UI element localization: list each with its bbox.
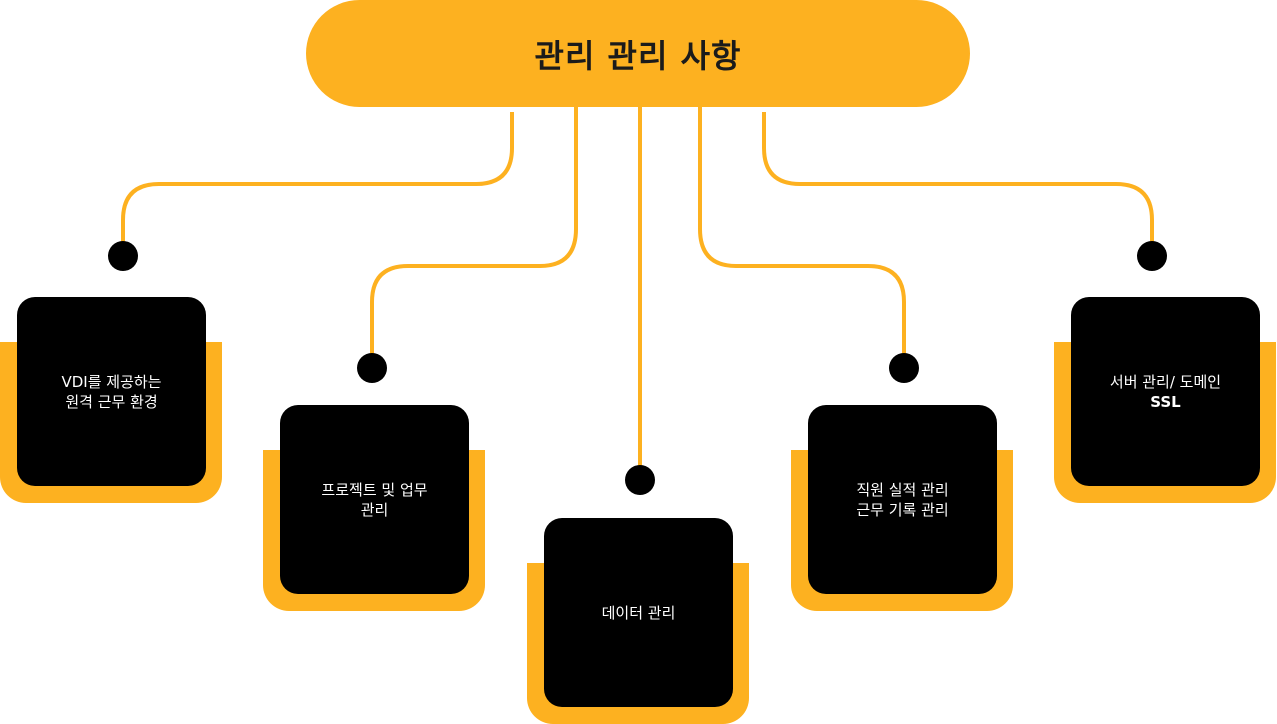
connector-dot-2: [357, 353, 387, 383]
node-server-management: 서버 관리/ 도메인 SSL: [1054, 297, 1276, 503]
header-pill: 관리 관리 사항: [306, 0, 970, 107]
node-label-line-2: SSL: [1150, 392, 1181, 411]
node-remote-work: VDI를 제공하는 원격 근무 환경: [0, 297, 222, 503]
node-label-line-1: 서버 관리/ 도메인: [1109, 372, 1222, 391]
node-card: 데이터 관리: [544, 518, 733, 707]
node-data-management: 데이터 관리: [527, 518, 749, 724]
connector-dot-4: [889, 353, 919, 383]
connector-line-2: [370, 107, 578, 368]
node-label-line-2: 원격 근무 환경: [65, 392, 158, 411]
connector-dot-5: [1137, 241, 1167, 271]
node-label-line-1: 직원 실적 관리: [856, 480, 949, 499]
connector-line-4: [698, 107, 906, 368]
node-card: VDI를 제공하는 원격 근무 환경: [17, 297, 206, 486]
node-label-line-1: 데이터 관리: [601, 603, 676, 622]
node-card: 서버 관리/ 도메인 SSL: [1071, 297, 1260, 486]
connector-line-5: [762, 112, 1154, 256]
connector-dot-1: [108, 241, 138, 271]
connector-dot-3: [625, 465, 655, 495]
node-label-line-1: 프로젝트 및 업무: [321, 480, 428, 499]
node-label-line-2: 관리: [360, 500, 389, 519]
node-label-line-2: 근무 기록 관리: [856, 500, 949, 519]
diagram-title: 관리 관리 사항: [534, 36, 742, 75]
node-card: 직원 실적 관리 근무 기록 관리: [808, 405, 997, 594]
node-project-management: 프로젝트 및 업무 관리: [263, 405, 485, 611]
connector-line-1: [121, 112, 514, 256]
node-employee-performance: 직원 실적 관리 근무 기록 관리: [791, 405, 1013, 611]
node-label-line-1: VDI를 제공하는: [61, 372, 162, 391]
node-card: 프로젝트 및 업무 관리: [280, 405, 469, 594]
